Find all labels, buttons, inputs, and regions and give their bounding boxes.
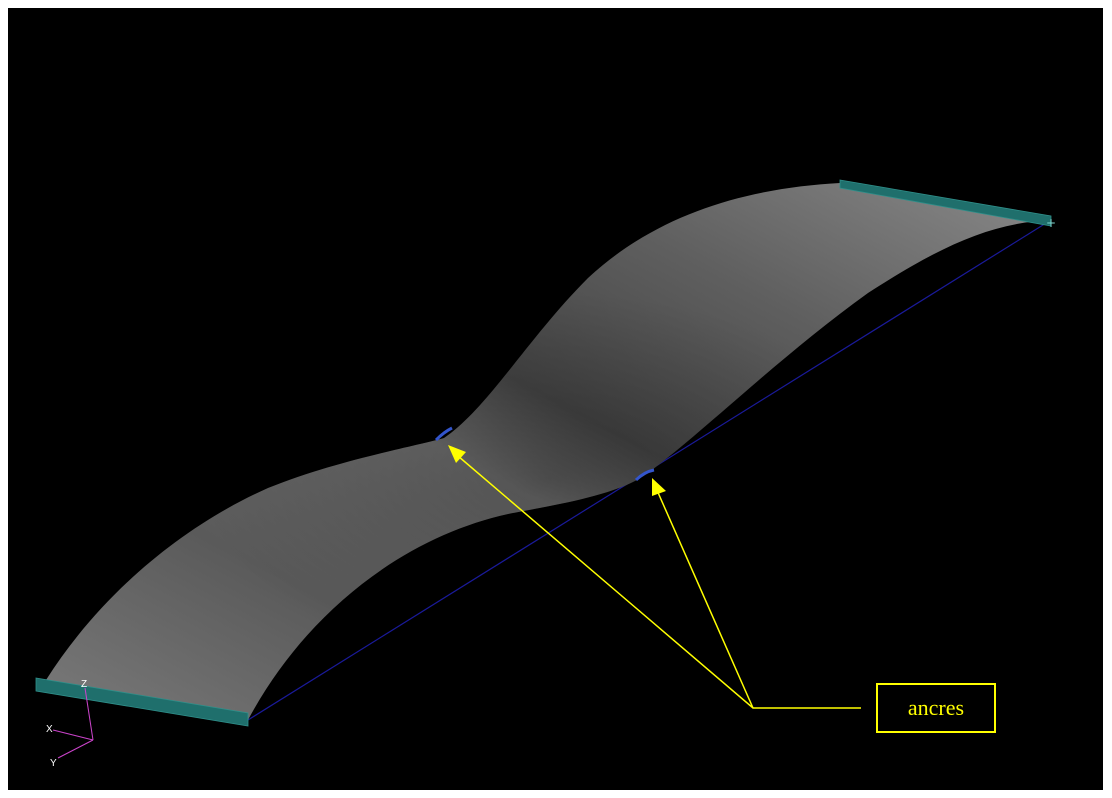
edge-beam-left[interactable] [35,677,249,727]
corner-marker: + [1046,216,1056,230]
axis-label-z: Z [81,679,87,690]
annotation-callout: ancres [876,683,996,733]
3d-viewport[interactable]: + Z X Y ancres [8,8,1103,790]
edge-beam-right[interactable] [839,179,1052,227]
anchor-marker-1[interactable] [434,426,453,442]
axis-triad: Z X Y [46,679,94,769]
scene-svg: + Z X Y [35,179,1056,769]
axis-label-x: X [46,724,53,735]
anchor-marker-2[interactable] [634,468,655,482]
axis-label-y: Y [50,758,57,769]
arrow-head-2 [652,478,666,496]
annotation-label: ancres [907,695,965,720]
arrow-head-1 [448,445,466,463]
leader-line-2 [655,487,754,709]
membrane-shading [46,183,1051,720]
